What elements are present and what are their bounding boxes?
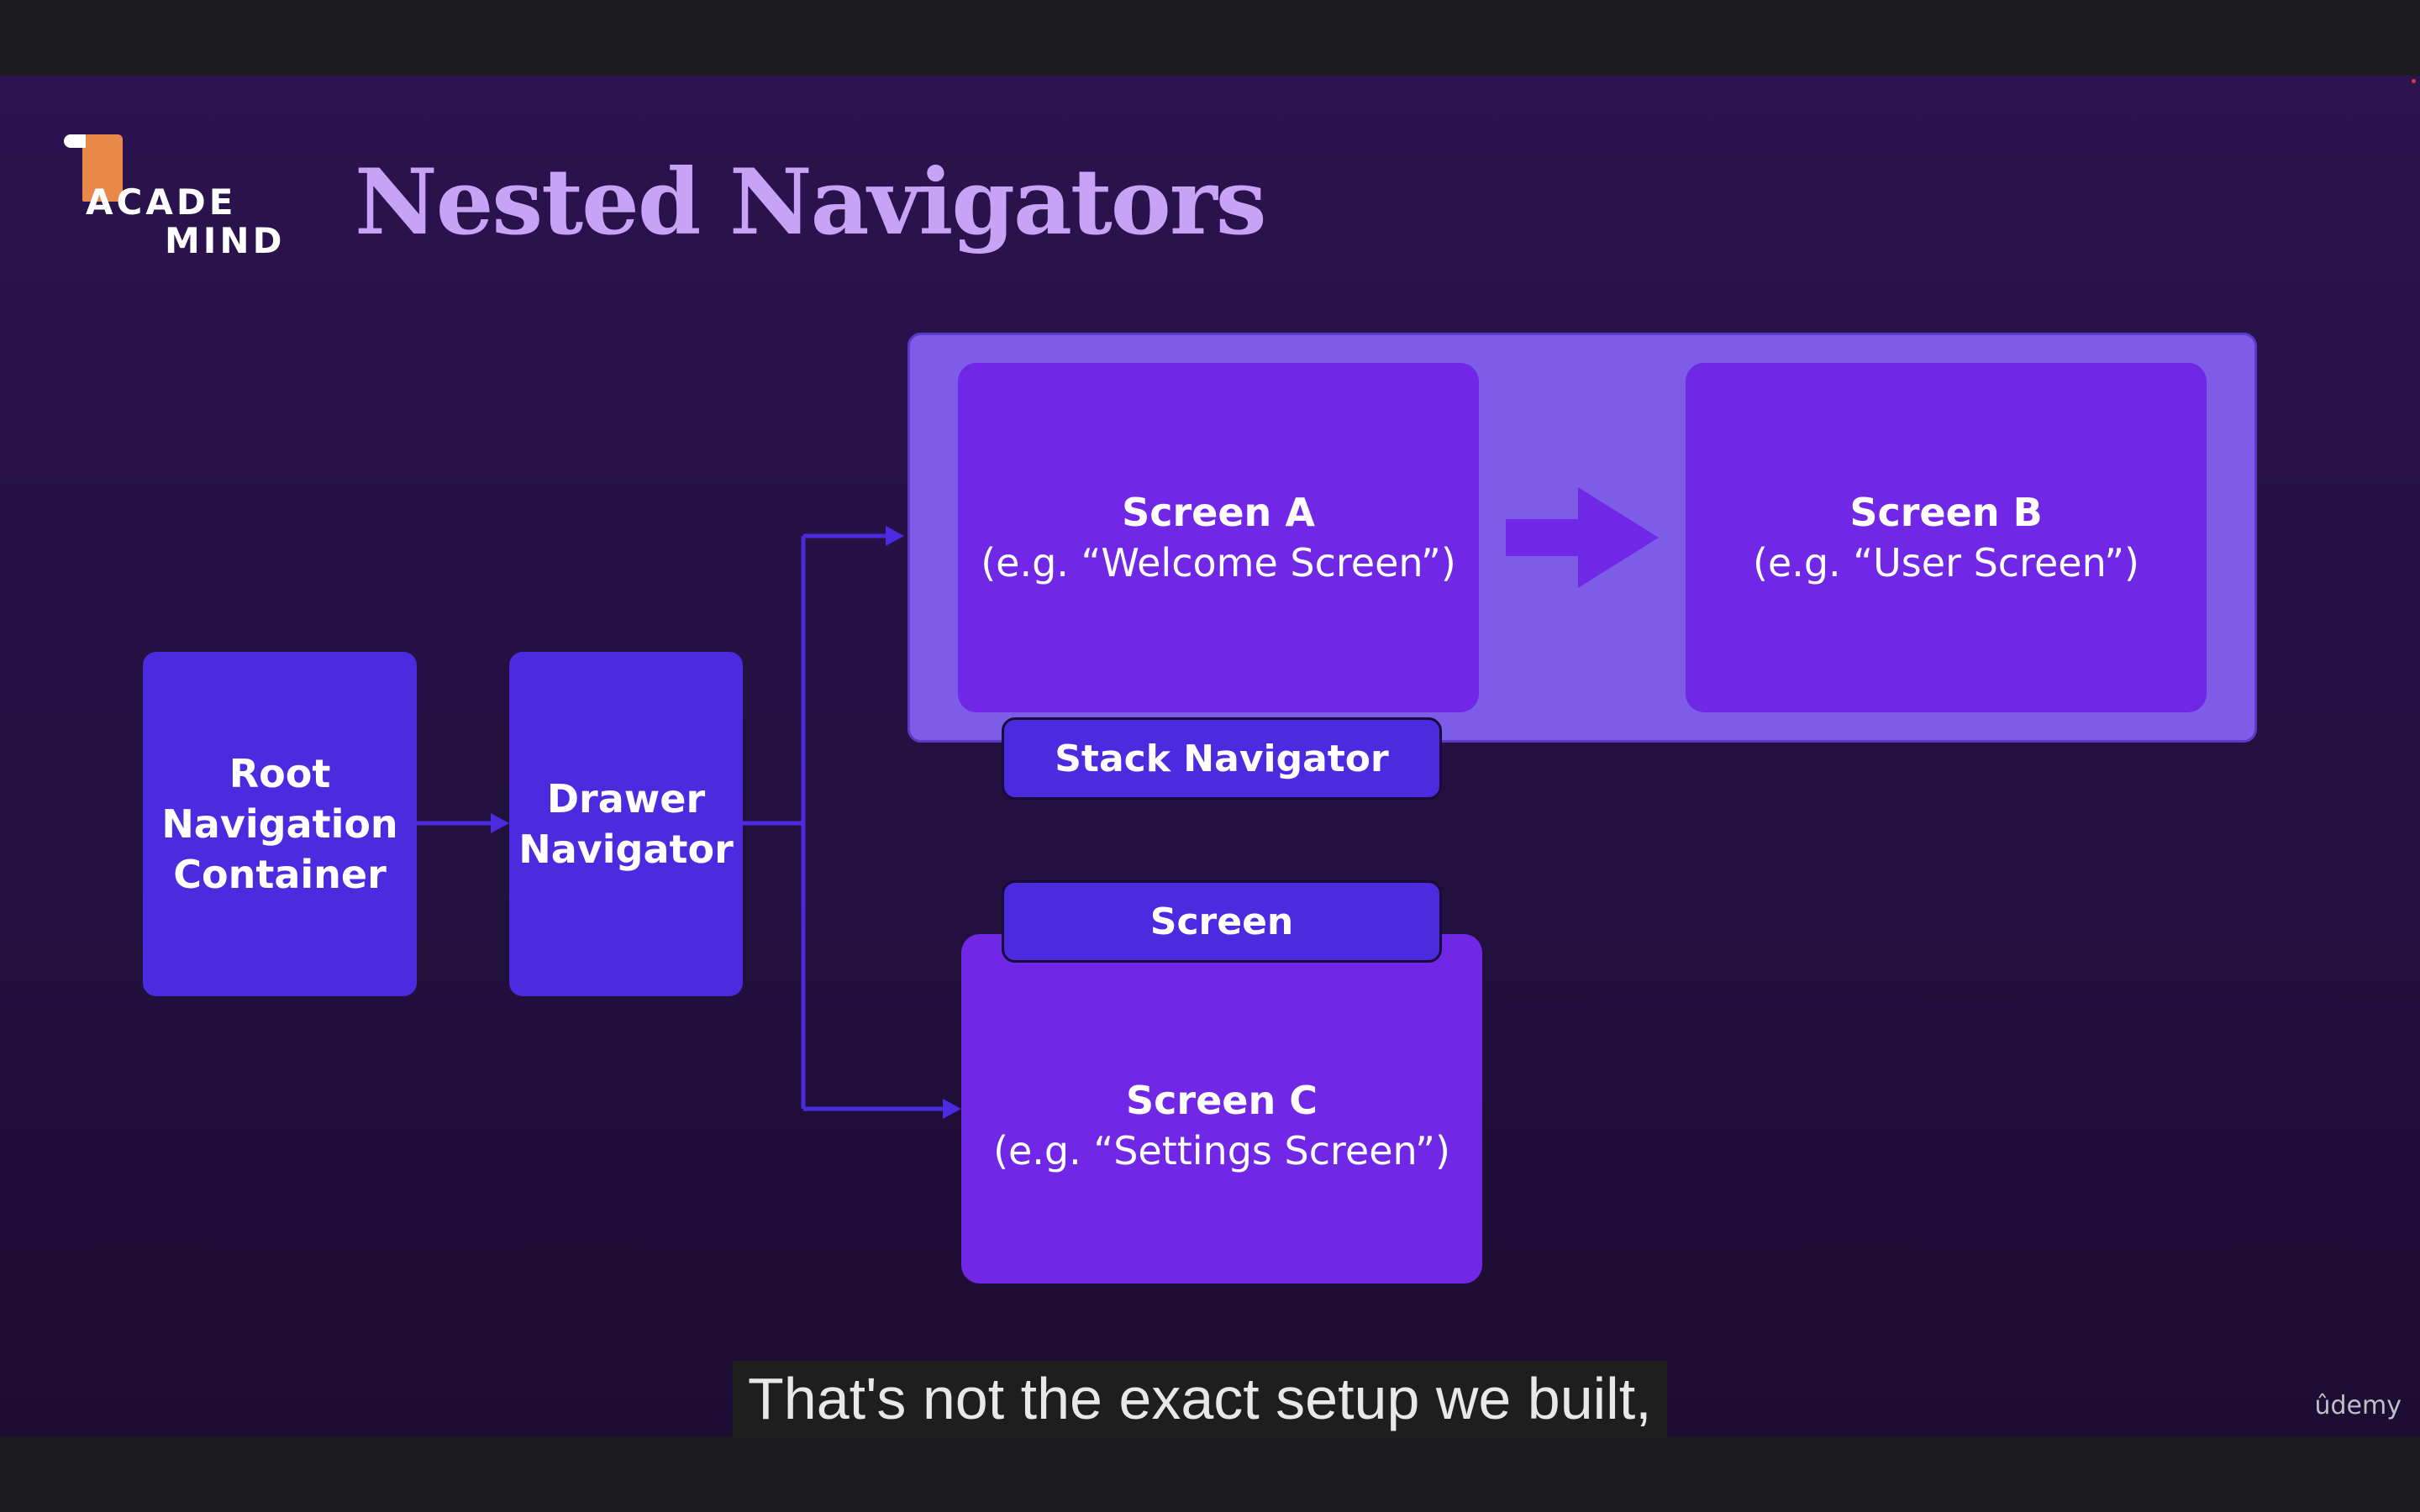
video-bottom-letterbox [0, 1436, 2420, 1512]
logo-text-line2: MIND [165, 220, 286, 261]
screen-label: Screen [1150, 900, 1294, 943]
drawer-navigator-box: Drawer Navigator [509, 652, 743, 996]
recording-indicator-dot [2412, 79, 2416, 83]
presentation-slide: ACADE MIND Nested Navigators Root Naviga… [0, 76, 2420, 1436]
drawer-navigator-label: Drawer Navigator [518, 776, 734, 872]
connector-arrows [415, 526, 961, 1119]
screen-b-box: Screen B (e.g. “User Screen”) [1686, 363, 2207, 712]
logo-bookmark-icon [64, 134, 123, 202]
slide-title: Nested Navigators [355, 150, 1267, 255]
screen-a-example: (e.g. “Welcome Screen”) [981, 540, 1456, 585]
root-navigation-container-box: Root Navigation Container [143, 652, 417, 996]
arrowhead-screen-c [943, 1099, 961, 1119]
screen-label-tab: Screen [1002, 880, 1442, 963]
arrowhead-drawer [491, 813, 509, 833]
arrowhead-stack [886, 526, 904, 546]
video-subtitle: That's not the exact setup we built, [733, 1361, 1667, 1436]
screen-b-name: Screen B [1849, 490, 2043, 535]
screen-transition-arrow-icon [1506, 487, 1659, 588]
screen-a-box: Screen A (e.g. “Welcome Screen”) [958, 363, 1479, 712]
screen-b-example: (e.g. “User Screen”) [1752, 540, 2140, 585]
logo-text-line1: ACADE [86, 181, 237, 223]
stack-navigator-label-tab: Stack Navigator [1002, 717, 1442, 800]
screen-c-name: Screen C [1125, 1078, 1318, 1123]
screen-c-example: (e.g. “Settings Screen”) [993, 1128, 1450, 1173]
stack-navigator-label: Stack Navigator [1055, 737, 1389, 780]
udemy-watermark: ûdemy [2314, 1391, 2402, 1420]
video-top-letterbox [0, 0, 2420, 76]
root-navigation-container-label: Root Navigation Container [161, 751, 398, 897]
academind-logo: ACADE MIND [60, 134, 287, 261]
screen-c-box: Screen C (e.g. “Settings Screen”) [961, 934, 1482, 1284]
screen-a-name: Screen A [1122, 490, 1315, 535]
